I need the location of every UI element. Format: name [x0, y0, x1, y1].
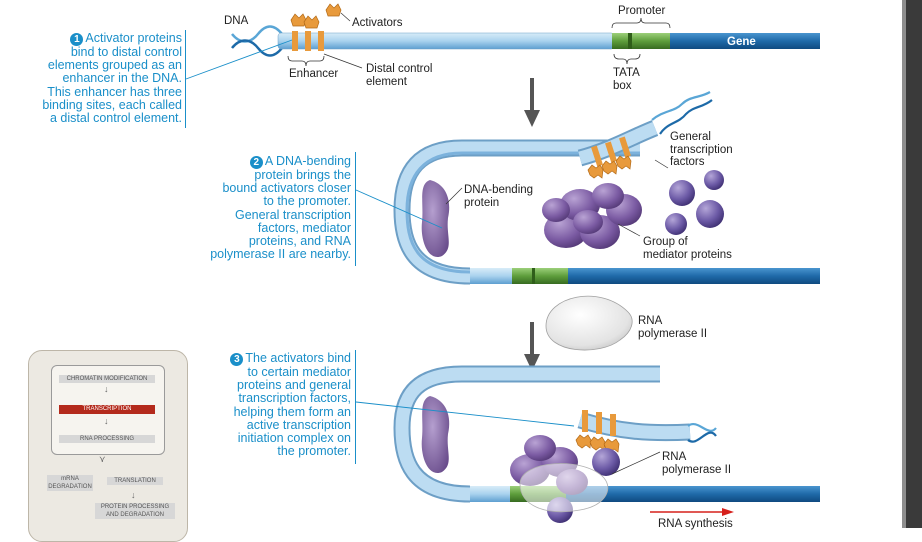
step2-pointer: [355, 189, 443, 229]
step2-bar: [355, 152, 356, 266]
enhancer-label: Enhancer: [289, 68, 339, 80]
step2-line: proteins, and RNA: [248, 234, 351, 249]
step3-line: active transcription: [246, 417, 351, 432]
rna-pol-label: RNA polymerase II: [638, 315, 707, 340]
tata-line: box: [613, 79, 632, 92]
step1-pointer: [185, 39, 293, 80]
step1-line: Activator proteins: [85, 31, 182, 45]
protein-processing-box: PROTEIN PROCESSING AND DEGRADATION: [95, 503, 175, 519]
step2-line: A DNA-bending: [264, 154, 351, 168]
step2-line: factors, mediator: [257, 220, 351, 235]
viewer-scrollbar[interactable]: [906, 0, 922, 528]
step2-line: to the promoter.: [263, 194, 351, 209]
step1-line: This enhancer has three: [47, 84, 182, 99]
mediator-proteins: [542, 183, 642, 249]
step2-number: 2: [249, 156, 263, 169]
promoter-label: Promoter: [618, 5, 666, 17]
dna-bending-line: DNA-bending: [464, 184, 534, 196]
rna-pol-line: polymerase II: [662, 463, 732, 476]
viewer-edge: [902, 0, 906, 528]
mrna-degradation-line: mRNA: [61, 476, 79, 482]
step1-bar: [185, 30, 186, 128]
rna-pol-line: RNA: [638, 315, 663, 327]
step1-line: a distal control element.: [49, 111, 182, 126]
distal-control-line: element: [366, 75, 407, 88]
rna-pol-line: RNA: [662, 451, 687, 463]
step3-line: to certain mediator: [247, 365, 351, 379]
step2-line: General transcription: [234, 207, 351, 222]
down-arrow-1: [524, 78, 540, 127]
diagram-svg: [185, 3, 820, 523]
activators-label: Activators: [352, 17, 403, 29]
step3-line: proteins and general: [237, 378, 351, 393]
step3-number: 3: [230, 353, 244, 366]
mediator-label: Group of mediator proteins: [643, 236, 732, 261]
dna-bending-protein-3: [421, 396, 450, 474]
step3-line: The activators bind: [245, 351, 351, 365]
rna-polymerase-ii: [545, 295, 633, 351]
transcription-box: TRANSCRIPTION: [59, 405, 155, 414]
general-tf-line: General: [670, 131, 711, 143]
step3-bar: [355, 350, 356, 464]
general-tf-line: factors: [670, 156, 705, 168]
dna-label: DNA: [224, 15, 249, 27]
dna-strand-1: [231, 3, 820, 69]
protein-processing-line: PROTEIN PROCESSING: [100, 504, 170, 510]
dna-bending-line: protein: [464, 196, 500, 209]
general-tf-label: General transcription factors: [670, 131, 733, 169]
down-arrow-2: [524, 322, 540, 371]
mediator-line: Group of: [643, 236, 688, 248]
dna-loop-3: [393, 365, 820, 503]
step3-line: initiation complex on: [237, 431, 351, 446]
flow-arrow: ⋎: [99, 454, 106, 464]
general-tf-line: transcription: [670, 143, 733, 156]
step1-line: bind to distal control: [70, 45, 182, 59]
step1-line: elements grouped as an: [47, 58, 182, 73]
tata-label: TATA box: [613, 67, 640, 92]
distal-control-label: Distal control element: [366, 63, 432, 88]
mediator-line: mediator proteins: [643, 248, 732, 261]
mrna-degradation-line: DEGRADATION: [48, 484, 92, 490]
step1-line: binding sites, each called: [42, 97, 182, 112]
step2-line: protein brings the: [254, 168, 351, 182]
flow-arrow: ↓: [104, 384, 109, 394]
dna-bending-protein: [421, 180, 450, 258]
rna-synthesis-label: RNA synthesis: [658, 518, 733, 530]
protein-processing-line: AND DEGRADATION: [106, 512, 164, 518]
rna-synthesis-arrow: [650, 508, 734, 516]
flowchart-inset: CHROMATIN MODIFICATION ↓ TRANSCRIPTION ↓…: [28, 350, 188, 542]
chromatin-box: CHROMATIN MODIFICATION: [59, 375, 155, 383]
general-transcription-factors: [665, 170, 724, 235]
initiation-complex: [510, 435, 620, 523]
rna-pol-line: polymerase II: [638, 327, 708, 340]
step3-line: helping them form an: [233, 404, 351, 419]
distal-control-line: Distal control: [366, 63, 433, 75]
step1-number: 1: [70, 33, 84, 46]
step2-line: polymerase II are nearby.: [210, 247, 351, 262]
mrna-degradation-box: mRNA DEGRADATION: [47, 475, 93, 491]
gene-label: Gene: [727, 36, 756, 48]
flow-arrow: ↓: [104, 416, 109, 426]
dna-bending-label: DNA-bending protein: [464, 184, 533, 209]
step3-line: the promoter.: [277, 444, 351, 459]
step3-line: transcription factors,: [238, 391, 351, 406]
translation-box: TRANSLATION: [107, 477, 163, 485]
step3-pointer: [355, 401, 575, 427]
rna-processing-box: RNA PROCESSING: [59, 435, 155, 443]
tata-line: TATA: [613, 67, 640, 79]
rna-pol-label-3: RNA polymerase II: [662, 451, 731, 476]
step2-line: bound activators closer: [222, 181, 351, 196]
flow-arrow: ↓: [131, 490, 136, 500]
step1-line: enhancer in the DNA.: [62, 71, 182, 86]
